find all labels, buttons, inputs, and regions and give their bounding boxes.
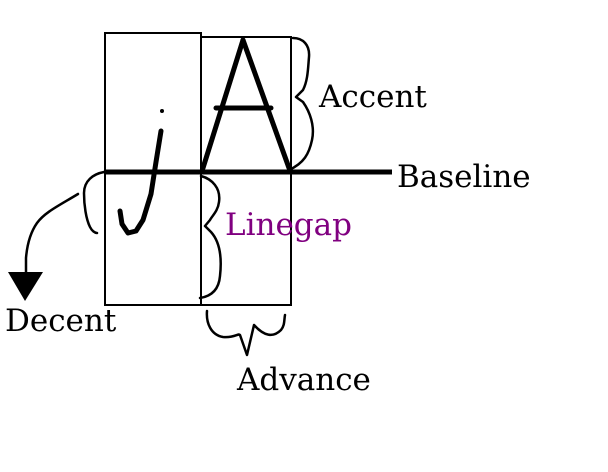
label-linegap: Linegap xyxy=(225,207,352,243)
label-baseline: Baseline xyxy=(397,159,531,195)
glyph-j xyxy=(117,109,164,236)
linegap-brace xyxy=(198,174,222,300)
glyph-a-left-leg xyxy=(200,37,246,171)
advance-brace xyxy=(205,309,287,357)
decent-arrow-head xyxy=(8,272,43,301)
label-accent: Accent xyxy=(318,79,427,115)
accent-brace xyxy=(287,36,315,172)
glyph-j-dot xyxy=(160,109,164,113)
glyph-a xyxy=(200,37,292,171)
glyph-a-right-leg xyxy=(240,37,292,171)
glyph-j-stroke xyxy=(117,128,164,236)
decent-arrow-line xyxy=(24,192,80,274)
label-advance: Advance xyxy=(236,362,371,398)
label-decent: Decent xyxy=(5,303,117,339)
decent-brace xyxy=(82,170,106,235)
